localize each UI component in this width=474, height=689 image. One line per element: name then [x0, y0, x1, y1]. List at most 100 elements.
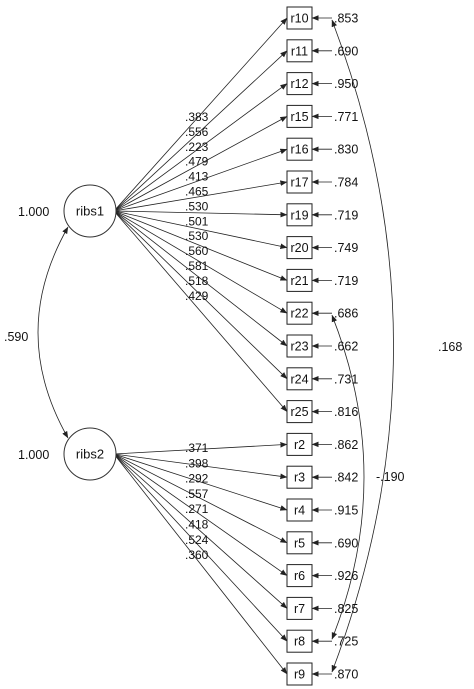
indicator-box: [286, 432, 313, 456]
indicator-box: [286, 137, 313, 161]
indicator-label: r15: [290, 110, 308, 124]
error-variance-label: .825: [334, 602, 358, 616]
loading-label: .560: [185, 244, 209, 258]
indicator-label: r22: [290, 307, 308, 321]
indicator-label: r19: [290, 208, 308, 222]
error-variance-label: .862: [334, 438, 358, 452]
factor-variance-label: 1.000: [18, 205, 49, 219]
error-covariance-label: .168: [438, 340, 462, 354]
error-variance-label: .686: [334, 307, 358, 321]
latent-factor-circle: [63, 184, 117, 238]
loading-arrow: [113, 210, 288, 218]
error-variance-label: .830: [334, 143, 358, 157]
loading-arrow: [113, 453, 288, 675]
indicator-label: r4: [294, 504, 305, 518]
loading-label: .360: [185, 548, 209, 562]
loading-label: .413: [185, 170, 209, 184]
factor-correlation-curve: [37, 226, 69, 439]
loading-arrow: [113, 210, 288, 281]
indicator-box: [286, 39, 313, 63]
error-variance-label: .662: [334, 340, 358, 354]
indicator-label: r17: [290, 176, 308, 190]
loading-label: .383: [185, 110, 209, 124]
latent-factor-circle: [63, 427, 117, 481]
factor-correlation-label: .590: [4, 330, 28, 344]
indicator-box: [286, 170, 313, 194]
indicator-label: r24: [290, 372, 308, 386]
loading-label: .223: [185, 140, 209, 154]
indicator-box: [286, 367, 313, 391]
loading-arrow: [113, 453, 288, 480]
error-variance-label: .731: [334, 372, 358, 386]
loading-arrow: [113, 148, 288, 212]
error-covariance-curve: [331, 314, 365, 640]
loading-label: .501: [185, 214, 209, 228]
indicator-label: r20: [290, 241, 308, 255]
latent-factor-label: ribs2: [76, 447, 104, 462]
loading-arrow: [113, 210, 288, 412]
loading-arrow: [113, 50, 288, 212]
indicator-box: [286, 498, 313, 522]
indicator-label: r10: [290, 12, 308, 26]
error-covariance-label: -.190: [376, 470, 405, 484]
labels-layer: .383.556.223.479.413.465.530.501.530.560…: [4, 12, 462, 682]
loading-label: .418: [185, 518, 209, 532]
indicator-box: [286, 203, 313, 227]
indicator-label: r8: [294, 635, 305, 649]
loading-label: .518: [185, 274, 209, 288]
indicator-label: r7: [294, 602, 305, 616]
error-variance-label: .853: [334, 12, 358, 26]
loading-arrow: [113, 453, 288, 544]
error-variance-label: .771: [334, 110, 358, 124]
indicator-box: [286, 531, 313, 555]
loading-label: .530: [185, 229, 209, 243]
edges-layer: [37, 15, 394, 677]
indicator-box: [286, 72, 313, 96]
loading-arrow: [113, 210, 288, 314]
error-variance-label: .816: [334, 405, 358, 419]
loading-arrow: [113, 17, 288, 212]
indicator-box: [286, 596, 313, 620]
nodes-layer: [63, 6, 313, 686]
loading-label: .371: [185, 441, 209, 455]
error-variance-label: .749: [334, 241, 358, 255]
loading-arrow: [113, 453, 288, 609]
indicator-label: r3: [294, 471, 305, 485]
loading-label: .398: [185, 456, 209, 470]
error-variance-label: .719: [334, 208, 358, 222]
loading-arrow: [113, 210, 288, 249]
indicator-label: r5: [294, 536, 305, 550]
loading-arrow: [113, 441, 288, 455]
indicator-box: [286, 629, 313, 653]
indicator-box: [286, 400, 313, 424]
loading-arrow: [113, 453, 288, 642]
error-covariance-curve: [331, 19, 394, 673]
loading-arrow: [113, 116, 288, 212]
error-variance-label: .950: [334, 77, 358, 91]
indicator-label: r6: [294, 569, 305, 583]
error-variance-label: .719: [334, 274, 358, 288]
indicator-box: [286, 334, 313, 358]
loading-label: .530: [185, 199, 209, 213]
loading-label: .271: [185, 502, 209, 516]
error-variance-label: .915: [334, 504, 358, 518]
indicator-box: [286, 236, 313, 260]
indicator-label: r12: [290, 77, 308, 91]
loading-label: .479: [185, 155, 209, 169]
error-variance-label: .690: [334, 536, 358, 550]
loading-label: .524: [185, 533, 209, 547]
loading-arrow: [113, 180, 288, 212]
loading-arrow: [113, 210, 288, 347]
indicator-label: r25: [290, 405, 308, 419]
loading-label: .429: [185, 289, 209, 303]
loading-label: .581: [185, 259, 209, 273]
indicator-box: [286, 465, 313, 489]
loading-arrow: [113, 83, 288, 212]
indicator-box: [286, 104, 313, 128]
factor-variance-label: 1.000: [18, 448, 49, 462]
latent-factor-label: ribs1: [76, 204, 104, 219]
indicator-label: r9: [294, 668, 305, 682]
error-variance-label: .842: [334, 471, 358, 485]
error-variance-label: .784: [334, 176, 358, 190]
